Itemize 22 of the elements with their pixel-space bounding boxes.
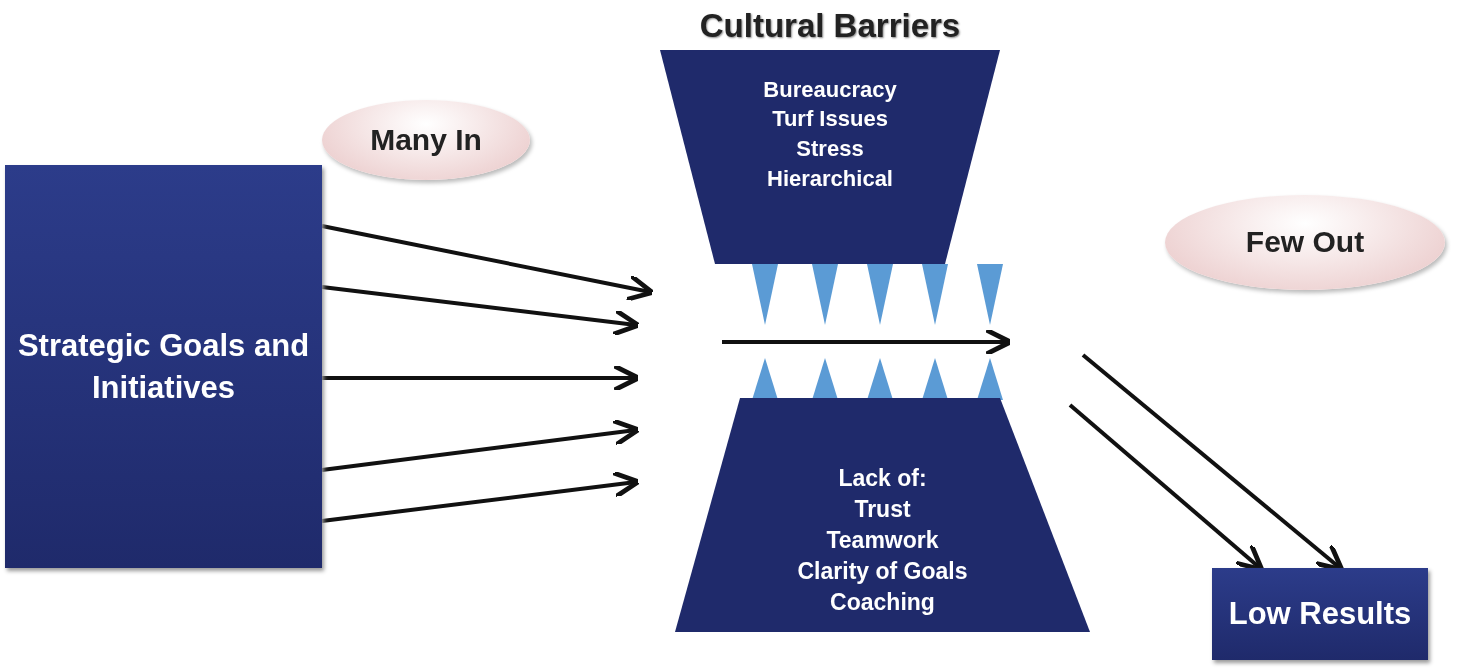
arrow [321,224,655,302]
result-box [1212,568,1428,660]
heading: Cultural Barriers [699,6,961,46]
list-item: Turf Issues [772,105,888,134]
list-item: Stress [796,134,864,163]
node-label: Few Out [1245,224,1365,261]
arrow [321,470,641,523]
node-label: Strategic Goals and Initiatives [16,326,311,407]
barrier-funnel [675,398,1090,632]
arrow [321,285,641,337]
arrow [321,418,641,472]
list-item: Bureaucracy [763,75,897,104]
arrow [322,363,641,393]
list-item: Hierarchical [767,164,893,193]
node-label: Many In [370,121,482,158]
list-item: Teamwork [826,525,939,555]
list-item: Coaching [830,587,935,617]
list-item: Trust [854,494,911,524]
list-item: Lack of: [838,463,927,493]
list-item: Clarity of Goals [797,556,968,586]
node-label: Low Results [1227,595,1413,634]
goal-box [5,165,322,568]
